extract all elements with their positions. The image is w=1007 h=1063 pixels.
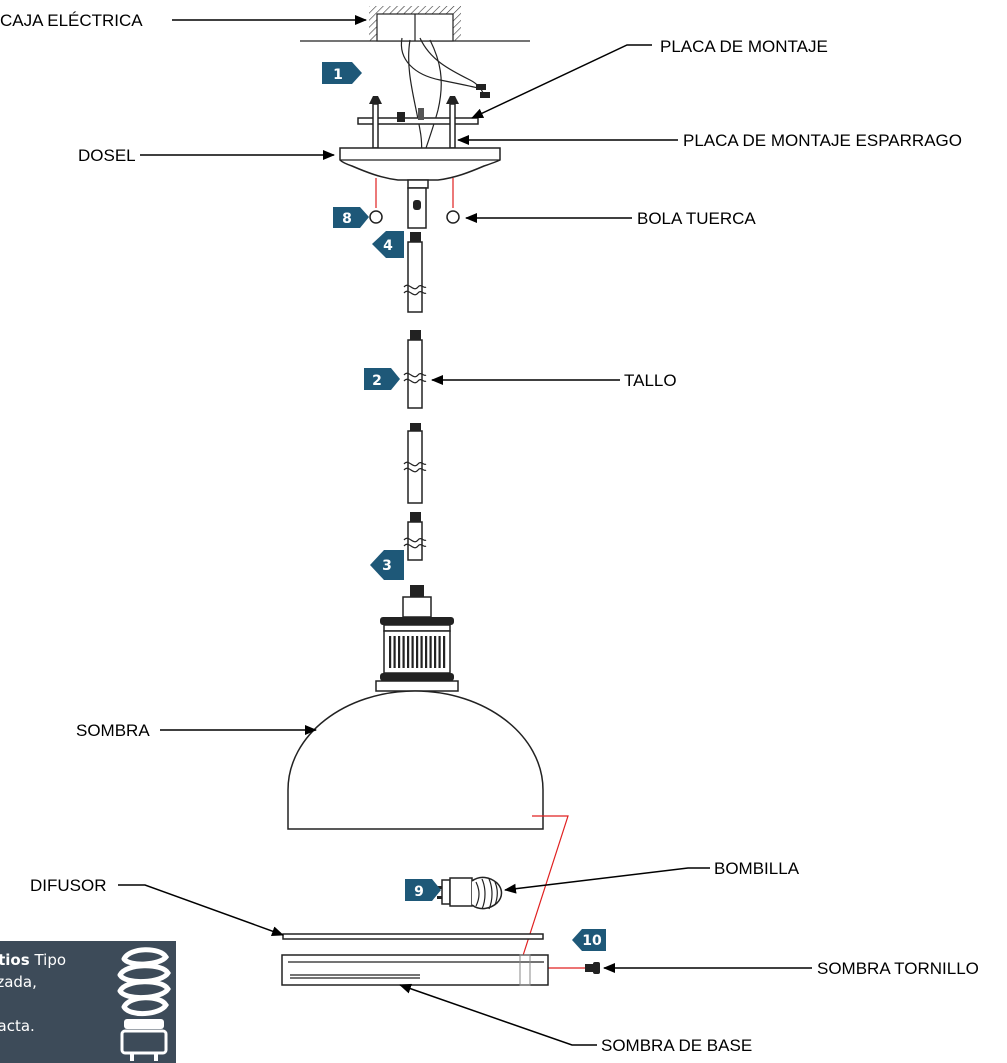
label-dosel: DOSEL [78, 146, 136, 165]
fitter-fin [416, 636, 419, 668]
diffuser [282, 933, 544, 940]
label-placa-montaje-esparrago: PLACA DE MONTAJE ESPARRAGO [683, 131, 962, 150]
label-placa-montaje: PLACA DE MONTAJE [660, 37, 828, 56]
fitter-fin [438, 636, 441, 668]
label-bombilla: BOMBILLA [714, 859, 800, 878]
step-number-3: 3 [382, 558, 392, 574]
cfl-bulb-icon [117, 947, 171, 1061]
bulb [437, 876, 503, 910]
stem-segment-3 [403, 423, 427, 504]
label-sombra: SOMBRA [76, 721, 150, 740]
label-caja-electrica: CAJA ELÉCTRICA [0, 11, 143, 30]
step-number-9: 9 [414, 884, 424, 900]
label-difusor: DIFUSOR [30, 876, 107, 895]
step-number-10: 10 [582, 933, 602, 949]
label-bola-tuerca: BOLA TUERCA [637, 209, 756, 228]
step-badge-2: 2 [364, 368, 400, 390]
step-badge-3: 3 [370, 550, 404, 580]
fitter-fin [407, 636, 410, 668]
stem-segment-2 [403, 330, 427, 409]
fitter-fin [443, 636, 446, 668]
fitter-fin [393, 636, 396, 668]
label-sombra-de-base: SOMBRA DE BASE [601, 1036, 752, 1055]
tip-text: atios Tipolizada,apacta. [0, 949, 108, 1037]
ball-nut-left [369, 210, 383, 224]
stem-segment-4 [403, 512, 427, 561]
tip-line-2: lizada, [0, 973, 37, 991]
step-badge-1: 1 [322, 62, 362, 84]
ball-nut-right [446, 210, 460, 224]
stem-segment-1 [403, 232, 427, 313]
step-badge-8: 8 [333, 207, 369, 228]
label-sombra-tornillo: SOMBRA TORNILLO [817, 959, 979, 978]
tip-box: atios Tipolizada,apacta. [0, 941, 176, 1063]
shade-screw [585, 962, 600, 974]
tip-line-1: Tipo [34, 951, 67, 969]
step-badge-9: 9 [405, 879, 441, 901]
fitter-fin [434, 636, 437, 668]
fitter-fin [402, 636, 405, 668]
step-number-8: 8 [342, 211, 352, 227]
fitter-fin [398, 636, 401, 668]
base-shade [281, 954, 549, 986]
fitter-fin [389, 636, 392, 668]
fitter-fin [420, 636, 423, 668]
step-badge-4: 4 [372, 231, 404, 258]
fitter-fin [425, 636, 428, 668]
canopy [339, 147, 501, 229]
label-tallo: TALLO [624, 371, 677, 390]
fitter-fin [429, 636, 432, 668]
electrical-box [300, 6, 530, 42]
tip-line-4: pacta. [0, 1017, 35, 1035]
step-number-1: 1 [333, 67, 343, 83]
shade-dome [287, 690, 544, 830]
mounting-plate [357, 96, 479, 149]
step-number-2: 2 [372, 373, 382, 389]
fitter-fin [411, 636, 414, 668]
tip-title: atios [0, 951, 30, 969]
step-badge-10: 10 [572, 929, 606, 951]
step-number-4: 4 [383, 238, 393, 254]
shade-fitter [375, 585, 459, 692]
leader-lines [118, 15, 812, 1046]
